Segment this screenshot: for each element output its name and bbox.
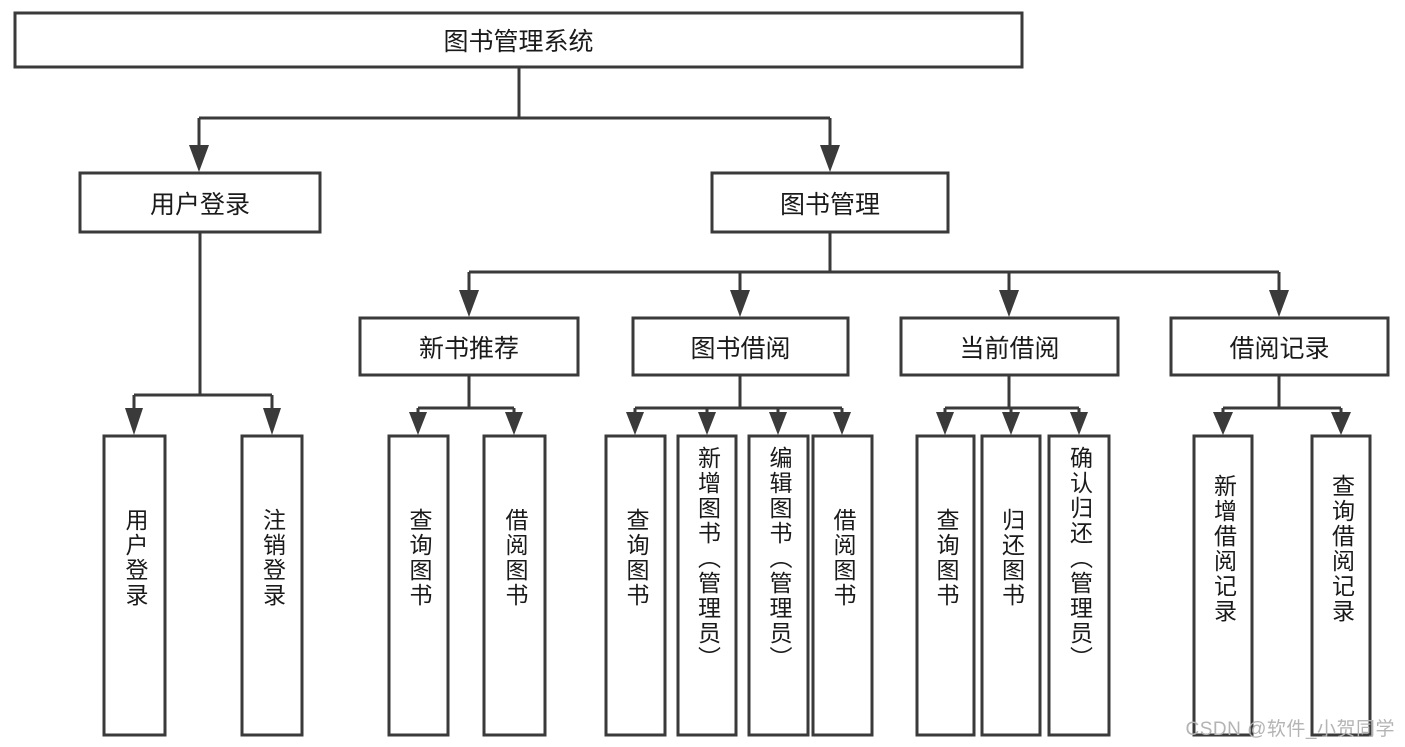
node-box-new-book-recommend[interactable] (358, 316, 580, 377)
arrow-head-new-book-rec (459, 290, 479, 317)
leaf-box-add-book-admin[interactable] (676, 434, 738, 737)
node-box-book-borrowing[interactable] (631, 316, 850, 377)
node-box-current-borrowing[interactable] (899, 316, 1120, 377)
leaf-box-confirm-return-admin[interactable] (1047, 434, 1111, 737)
arrow-head-bookborrow-leaf-1 (626, 412, 644, 435)
arrow-head-leaf-logout (263, 408, 281, 435)
leaf-box-return-books[interactable] (980, 434, 1042, 737)
arrow-head-bookborrow-leaf-4 (833, 412, 851, 435)
leaf-box-query-books-current[interactable] (915, 434, 976, 737)
arrow-head-borrowrec-leaf-1 (1213, 412, 1233, 435)
leaf-box-borrow-books[interactable] (811, 434, 874, 737)
arrow-head-borrow-records (1269, 290, 1289, 317)
node-box-book-management[interactable] (710, 171, 950, 234)
arrow-head-currentborrow-leaf-3 (1070, 412, 1088, 435)
arrow-head-bookborrow-leaf-2 (698, 412, 716, 435)
arrow-head-currentborrow-leaf-1 (936, 412, 954, 435)
leaf-box-query-books-borrow[interactable] (604, 434, 667, 737)
leaf-box-user-login[interactable] (102, 434, 167, 737)
arrow-head-currentborrow-leaf-2 (1002, 412, 1020, 435)
leaf-box-add-borrow-record[interactable] (1192, 434, 1254, 737)
arrow-head-newbook-leaf-2 (505, 412, 523, 435)
leaf-box-query-borrow-record[interactable] (1310, 434, 1372, 737)
arrow-head-bookborrow-leaf-3 (769, 412, 787, 435)
arrow-head-book-mgmt (820, 145, 840, 172)
node-box-borrow-records[interactable] (1169, 316, 1390, 377)
leaf-box-query-books-newbook[interactable] (387, 434, 450, 737)
leaf-box-logout[interactable] (240, 434, 304, 737)
csdn-watermark: CSDN @软件_小贺同学 (1185, 719, 1395, 740)
leaf-box-borrow-books-newbook[interactable] (482, 434, 547, 737)
arrow-head-user-login (189, 145, 209, 172)
node-box-user-login[interactable] (78, 171, 322, 234)
node-box-root-system[interactable] (13, 11, 1024, 69)
arrow-head-newbook-leaf-1 (409, 412, 427, 435)
arrow-head-current-borrow (999, 290, 1019, 317)
leaf-box-edit-book-admin[interactable] (747, 434, 810, 737)
arrow-head-book-borrow (730, 290, 750, 317)
arrow-head-leaf-user-login (125, 408, 143, 435)
arrow-head-borrowrec-leaf-2 (1331, 412, 1351, 435)
